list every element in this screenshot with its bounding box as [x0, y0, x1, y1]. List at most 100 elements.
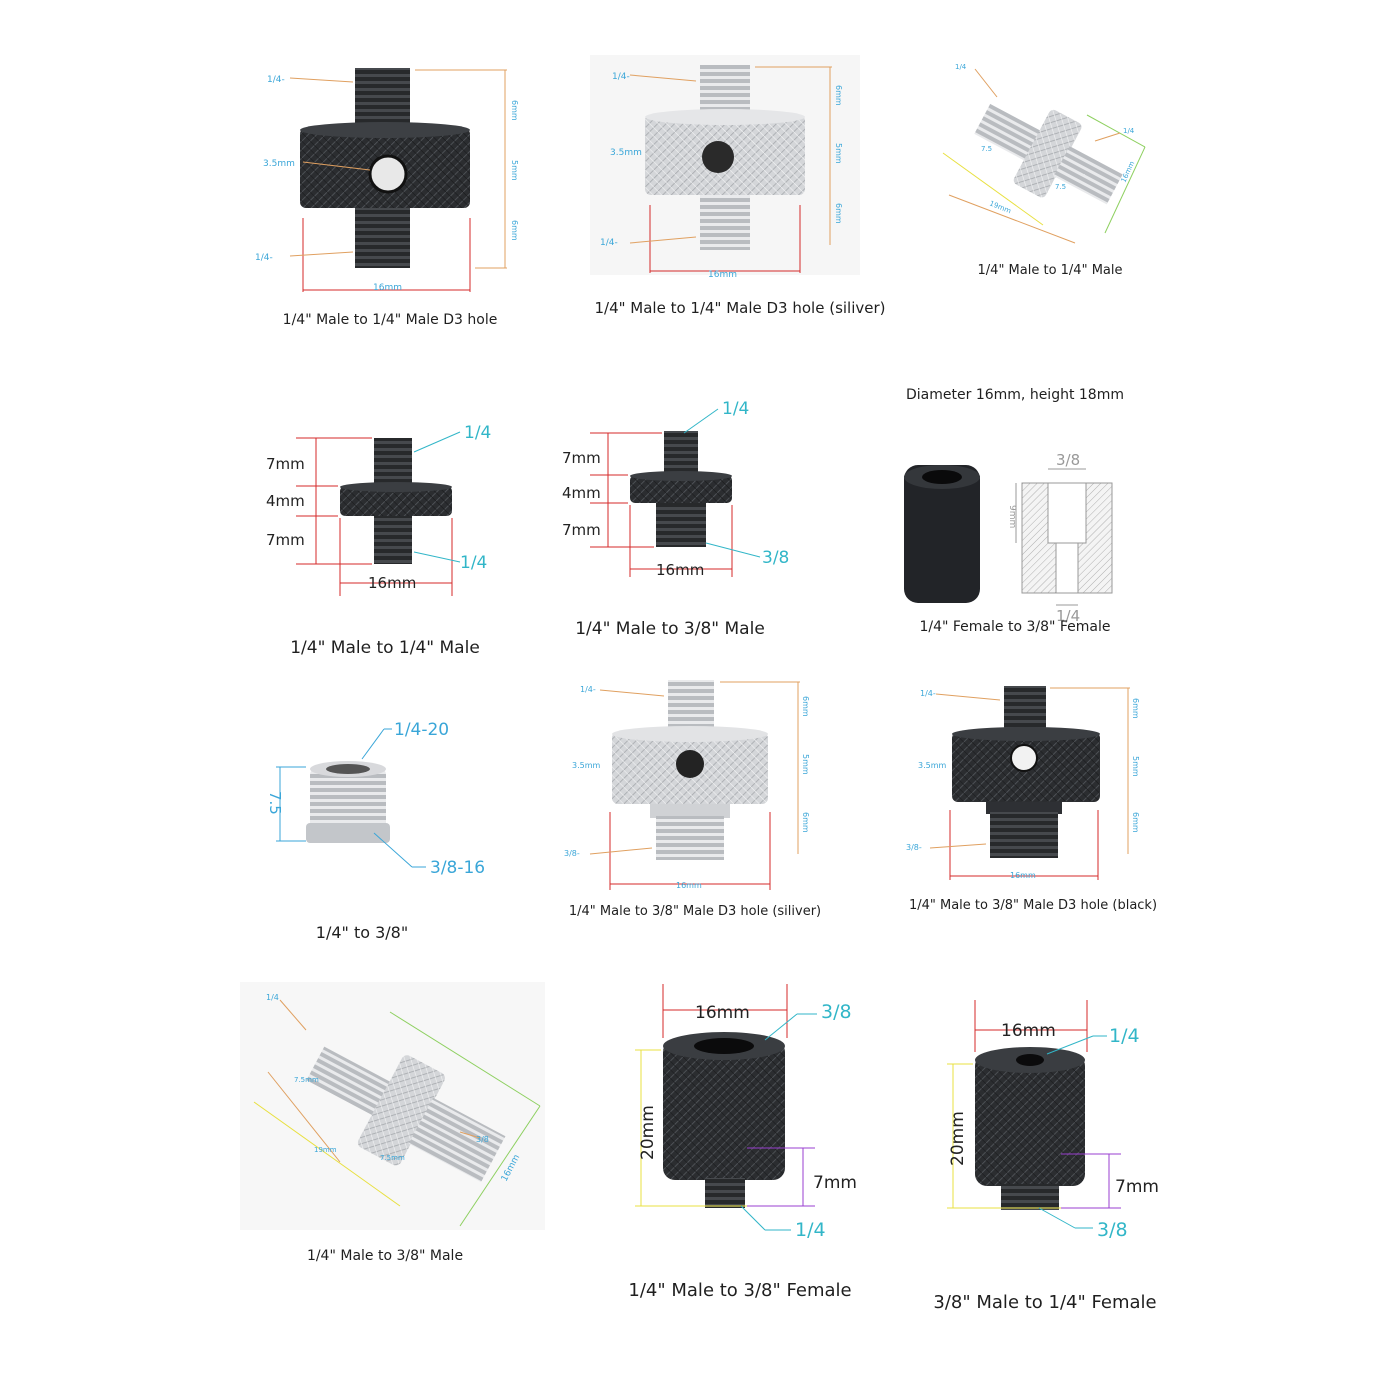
adapter-image-7: 1/4-20 7.5 3/8-16 — [266, 720, 485, 878]
adapter-panel-1: 1/4- 3.5mm 1/4- 6mm 5mm 6mm 16mm 1/4" Ma… — [255, 60, 525, 340]
label-length: 19mm — [314, 1146, 337, 1154]
adapter-image-5: 7mm 4mm 7mm 1/4 3/8 16mm — [562, 399, 789, 579]
adapter-image-4: 7mm 4mm 7mm 1/4 1/4 16mm — [266, 423, 491, 596]
adapter-panel-10: 1/4 7.5mm 7.5mm 19mm 3/8 16mm 1/4" Male … — [240, 982, 550, 1282]
label-hole: 3.5mm — [918, 761, 947, 770]
adapter-caption-10: 1/4" Male to 3/8" Male — [306, 1248, 464, 1264]
adapter-caption-12: 3/8" Male to 1/4" Female — [933, 1292, 1157, 1313]
label-h2: 5mm — [510, 160, 519, 181]
adapter-caption-4: 1/4" Male to 1/4" Male — [290, 638, 480, 658]
label-l2: 7.5mm — [380, 1154, 405, 1162]
label-top-thread: 1/4- — [920, 689, 936, 698]
adapter-caption-5: 1/4" Male to 3/8" Male — [575, 619, 765, 639]
adapter-image-6: 3/8 9mm 1/4 — [904, 451, 1113, 625]
label-h1: 7mm — [266, 455, 305, 473]
label-h1: 6mm — [1131, 698, 1140, 719]
adapter-caption-9: 1/4" Male to 3/8" Male D3 hole (black) — [908, 898, 1158, 913]
label-h3: 7mm — [266, 531, 305, 549]
label-h2: 4mm — [266, 492, 305, 510]
label-top-thread: 1/4 — [1109, 1025, 1140, 1047]
adapter-image-9: 1/4- 3.5mm 3/8- 6mm 5mm 6mm 16mm — [906, 686, 1140, 880]
adapter-caption-1: 1/4" Male to 1/4" Male D3 hole — [282, 312, 498, 328]
adapter-panel-3: 1/4 1/4 7.5 7.5 19mm 16mm 1/4" Male to 1… — [935, 55, 1165, 295]
label-hole: 3.5mm — [572, 761, 601, 770]
label-bottom-thread: 1/4- — [600, 238, 618, 248]
label-h2: 5mm — [801, 754, 810, 775]
label-width: 16mm — [368, 574, 416, 592]
adapter-image-10: 1/4 7.5mm 7.5mm 19mm 3/8 16mm — [240, 982, 545, 1230]
label-width: 16mm — [1010, 871, 1036, 880]
label-h2: 5mm — [1131, 756, 1140, 777]
adapter-caption-11: 1/4" Male to 3/8" Female — [628, 1280, 852, 1301]
label-h2: 4mm — [562, 484, 601, 502]
label-thread: 7mm — [813, 1173, 857, 1193]
adapter-panel-9: 1/4- 3.5mm 3/8- 6mm 5mm 6mm 16mm 1/4" Ma… — [900, 678, 1180, 928]
adapter-panel-6: Diameter 16mm, height 18mm 3/8 9mm 1/4 1… — [890, 385, 1140, 645]
label-l2: 7.5 — [1055, 183, 1066, 191]
adapter-caption-7: 1/4" to 3/8" — [315, 923, 409, 942]
label-l1: 7.5 — [981, 145, 992, 153]
label-l1: 7.5mm — [294, 1076, 319, 1084]
label-bottom-thread: 3/8-16 — [430, 858, 485, 878]
label-width: 16mm — [656, 561, 704, 579]
label-top-thread: 1/4 — [266, 993, 279, 1002]
adapter-image-12: 16mm 1/4 20mm 7mm 3/8 — [947, 1000, 1159, 1241]
label-length: 19mm — [988, 199, 1012, 215]
label-h1: 6mm — [834, 85, 843, 106]
label-h1: 7mm — [562, 449, 601, 467]
label-top-thread: 3/8 — [1056, 451, 1080, 469]
adapter-caption-6: 1/4" Female to 3/8" Female — [919, 619, 1111, 635]
label-height: 20mm — [948, 1111, 968, 1166]
adapter-panel-5: 7mm 4mm 7mm 1/4 3/8 16mm 1/4" Male to 3/… — [560, 395, 810, 645]
adapter-panel-8: 1/4- 3.5mm 3/8- 6mm 5mm 6mm 16mm 1/4" Ma… — [560, 672, 840, 932]
adapter-panel-2: 1/4- 3.5mm 1/4- 6mm 5mm 6mm 16mm 1/4" Ma… — [590, 55, 900, 325]
label-h3: 7mm — [562, 521, 601, 539]
label-width: 16mm — [695, 1003, 750, 1023]
adapter-heading-6: Diameter 16mm, height 18mm — [906, 387, 1124, 403]
label-bottom-thread: 1/4 — [460, 553, 487, 573]
adapter-panel-12: 16mm 1/4 20mm 7mm 3/8 3/8" Male to 1/4" … — [933, 990, 1185, 1315]
adapter-panel-4: 7mm 4mm 7mm 1/4 1/4 16mm 1/4" Male to 1/… — [262, 420, 522, 670]
label-top-thread: 1/4 — [464, 423, 491, 443]
label-width: 16mm — [1001, 1021, 1056, 1041]
label-bottom-thread: 3/8 — [1097, 1219, 1128, 1241]
label-h1: 6mm — [801, 696, 810, 717]
label-top-thread: 1/4- — [267, 75, 285, 85]
label-thread: 7mm — [1115, 1177, 1159, 1197]
label-bottom-thread: 1/4- — [255, 253, 273, 263]
adapter-image-3: 1/4 1/4 7.5 7.5 19mm 16mm — [942, 63, 1146, 244]
label-top-thread: 1/4 — [955, 63, 967, 71]
label-depth: 9mm — [1007, 505, 1017, 528]
label-right-thread: 3/8 — [476, 1135, 489, 1144]
label-bottom-thread: 1/4 — [1056, 607, 1080, 625]
label-hole: 3.5mm — [263, 159, 295, 169]
label-h1: 6mm — [510, 100, 519, 121]
label-h2: 5mm — [834, 143, 843, 164]
adapter-caption-2: 1/4" Male to 1/4" Male D3 hole (siliver) — [594, 299, 886, 317]
adapter-image-1: 1/4- 3.5mm 1/4- 6mm 5mm 6mm 16mm — [255, 68, 519, 293]
adapter-image-8: 1/4- 3.5mm 3/8- 6mm 5mm 6mm 16mm — [564, 680, 810, 890]
label-width: 16mm — [708, 270, 737, 280]
label-width: 16mm — [373, 283, 402, 293]
label-top-thread: 1/4- — [580, 685, 596, 694]
label-h3: 6mm — [510, 220, 519, 241]
label-top-thread: 3/8 — [821, 1001, 852, 1023]
label-top-thread: 1/4- — [612, 72, 630, 82]
label-h3: 6mm — [801, 812, 810, 833]
label-bottom-thread: 3/8 — [762, 548, 789, 568]
label-bottom-thread: 1/4 — [795, 1219, 826, 1241]
adapter-caption-8: 1/4" Male to 3/8" Male D3 hole (siliver) — [568, 904, 822, 919]
label-h3: 6mm — [834, 203, 843, 224]
adapter-caption-3: 1/4" Male to 1/4" Male — [977, 263, 1123, 278]
label-top-thread: 1/4 — [722, 399, 749, 419]
label-bottom-thread: 3/8- — [564, 849, 580, 858]
label-right-thread: 1/4 — [1123, 127, 1135, 135]
adapter-panel-11: 16mm 3/8 20mm 7mm 1/4 1/4" Male to 3/8" … — [615, 980, 875, 1301]
label-height: 20mm — [638, 1105, 658, 1160]
label-width: 16mm — [676, 881, 702, 890]
label-top-thread: 1/4-20 — [394, 720, 449, 740]
adapter-image-11: 16mm 3/8 20mm 7mm 1/4 — [635, 984, 857, 1241]
label-h3: 6mm — [1131, 812, 1140, 833]
label-hole: 3.5mm — [610, 148, 642, 158]
